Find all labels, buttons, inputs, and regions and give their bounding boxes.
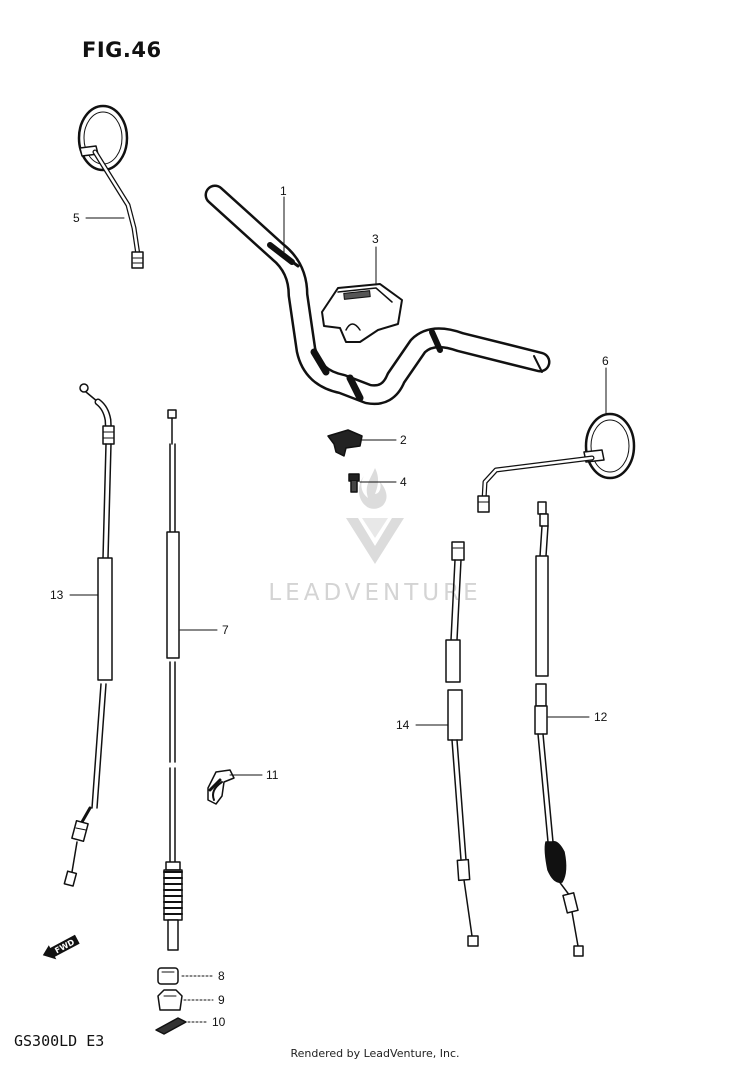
callout-5: 5 — [73, 211, 80, 225]
clutch-cable — [163, 409, 183, 951]
callout-2: 2 — [400, 433, 407, 447]
callout-8: 8 — [218, 969, 225, 983]
callout-10: 10 — [212, 1015, 226, 1029]
watermark-text: LEADVENTURE — [268, 580, 482, 606]
watermark-logo-icon — [346, 468, 404, 564]
callout-11: 11 — [266, 768, 279, 782]
callout-7: 7 — [222, 623, 229, 637]
mirror-left — [77, 104, 144, 269]
fwd-arrow-icon: FWD — [42, 934, 80, 960]
callout-12: 12 — [594, 710, 608, 724]
leader-lines — [69, 196, 607, 1023]
callout-9: 9 — [218, 993, 225, 1007]
throttle-cable — [63, 383, 115, 887]
screw-part — [348, 473, 360, 493]
clamp-part — [327, 429, 363, 457]
callout-14: 14 — [396, 718, 410, 732]
figure-title: FIG.46 — [82, 38, 162, 62]
callout-labels: 1 2 3 4 5 6 7 8 9 10 11 12 13 14 — [50, 184, 609, 1029]
footer-credit: Rendered by LeadVenture, Inc. — [290, 1047, 460, 1060]
cable-adjuster-part — [157, 967, 179, 985]
clip-part — [155, 1017, 187, 1035]
callout-13: 13 — [50, 588, 64, 602]
handlebar — [204, 184, 551, 406]
mirror-right — [477, 412, 636, 513]
locknut-part — [157, 989, 183, 1011]
fwd-label: FWD — [53, 937, 76, 955]
model-code: GS300LD E3 — [14, 1032, 105, 1050]
tachometer-cable — [534, 501, 584, 957]
callout-3: 3 — [372, 232, 379, 246]
callout-6: 6 — [602, 354, 609, 368]
handlebar-holder — [321, 283, 403, 343]
speedometer-cable — [445, 541, 479, 947]
callout-4: 4 — [400, 475, 407, 489]
cable-guide-part — [207, 769, 235, 805]
callout-1: 1 — [280, 184, 287, 198]
